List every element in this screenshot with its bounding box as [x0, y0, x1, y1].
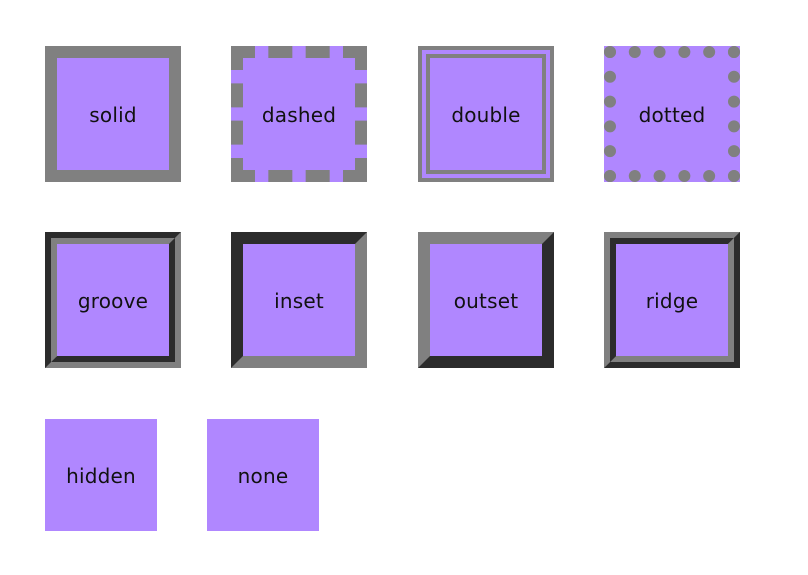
double-border-box: double [418, 46, 554, 182]
hidden-label: hidden [66, 464, 136, 488]
inset-label: inset [274, 289, 324, 313]
none-border-box: none [207, 419, 319, 531]
dotted-label: dotted [638, 103, 706, 127]
outset-border-box: outset [418, 232, 554, 368]
ridge-border-box: ridge [604, 232, 740, 368]
groove-label: groove [77, 289, 149, 313]
inset-border-box: inset [231, 232, 367, 368]
dashed-label: dashed [261, 103, 337, 127]
outset-label: outset [453, 289, 519, 313]
ridge-label: ridge [645, 289, 699, 313]
dashed-border-box: dashed [231, 46, 367, 182]
solid-border-box: solid [45, 46, 181, 182]
double-label: double [451, 103, 521, 127]
none-label: none [237, 464, 289, 488]
solid-label: solid [89, 103, 137, 127]
dotted-border-box: dotted [604, 46, 740, 182]
groove-border-box: groove [45, 232, 181, 368]
hidden-border-box: hidden [45, 419, 157, 531]
